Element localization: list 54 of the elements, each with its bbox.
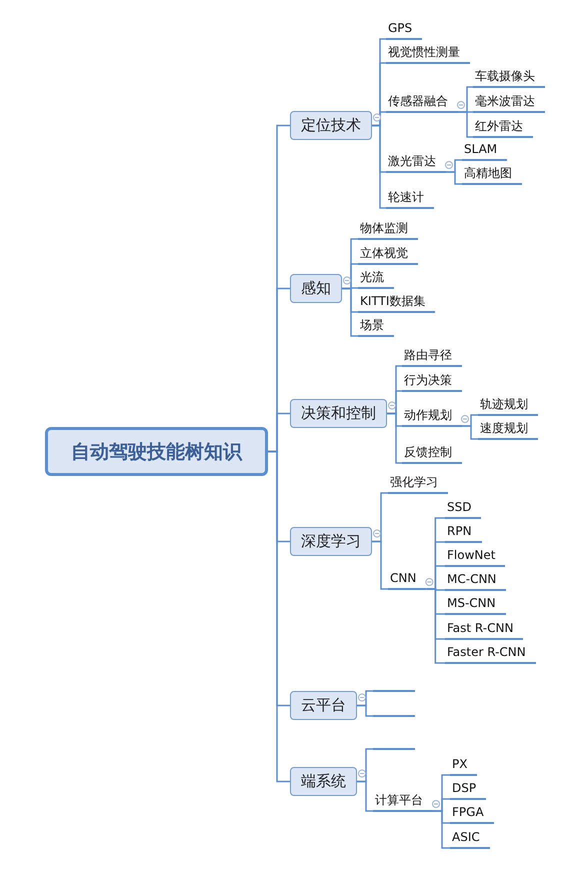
subtopic-label: 激光雷达 xyxy=(386,153,446,173)
subtopic-label: 轮速计 xyxy=(386,189,434,209)
subtopic-label: PX xyxy=(450,756,478,776)
branch-connector xyxy=(433,810,450,849)
subtopic-label: SLAM xyxy=(462,141,508,161)
branch-connector xyxy=(372,540,388,590)
root-topic-box: 自动驾驶技能树知识 xyxy=(45,427,268,476)
subtopic-label: MC-CNN xyxy=(445,571,506,591)
subtopic-label: 高精地图 xyxy=(462,165,522,185)
branch-connector xyxy=(426,588,445,664)
subtopic-label: MS-CNN xyxy=(445,595,506,615)
subtopic-label: 轨迹规划 xyxy=(478,396,538,416)
topic-box: 端系统 xyxy=(290,767,357,796)
subtopic-label: KITTI数据集 xyxy=(358,293,436,313)
subtopic-label: 物体监测 xyxy=(358,220,418,240)
topic-box: 云平台 xyxy=(290,691,357,720)
subtopic-label: 视觉惯性测量 xyxy=(386,44,470,64)
subtopic-label: 传感器融合 xyxy=(386,93,458,113)
subtopic-label: 计算平台 xyxy=(373,792,433,812)
subtopic-label: FlowNet xyxy=(445,547,506,567)
subtopic-label: Fast R-CNN xyxy=(445,620,524,640)
subtopic-label: 红外雷达 xyxy=(473,118,533,138)
branch-connector xyxy=(357,704,373,717)
branch-connector xyxy=(387,412,402,464)
subtopic-label: CNN xyxy=(388,570,426,590)
branch-connector xyxy=(462,425,478,440)
subtopic-label: 反馈控制 xyxy=(402,444,462,464)
subtopic-label: 速度规划 xyxy=(478,420,538,440)
subtopic-label: FPGA xyxy=(450,804,494,824)
subtopic-label: ASIC xyxy=(450,829,490,849)
topic-box: 深度学习 xyxy=(290,527,372,556)
subtopic-label: 行为决策 xyxy=(402,372,462,392)
branch-connector xyxy=(357,780,373,812)
subtopic-label: 动作规划 xyxy=(402,407,462,427)
branch-connector xyxy=(446,171,462,185)
subtopic-label: 光流 xyxy=(358,269,394,289)
branch-connector xyxy=(458,111,473,138)
subtopic-label: 立体视觉 xyxy=(358,245,418,265)
subtopic-label: 路由寻径 xyxy=(402,347,462,367)
subtopic-label: 毫米波雷达 xyxy=(473,93,545,113)
branch-connector xyxy=(372,124,386,209)
subtopic-label: 场景 xyxy=(358,317,394,337)
branch-connector xyxy=(342,288,358,337)
topic-box: 感知 xyxy=(290,274,342,303)
subtopic-label: Faster R-CNN xyxy=(445,644,536,664)
subtopic-label: SSD xyxy=(445,499,482,519)
topic-box: 决策和控制 xyxy=(290,399,387,428)
topic-box: 定位技术 xyxy=(290,111,372,140)
subtopic-label: RPN xyxy=(445,523,482,543)
subtopic-label: 车载摄像头 xyxy=(473,68,545,88)
branch-connector xyxy=(268,450,290,782)
subtopic-label: DSP xyxy=(450,780,486,800)
subtopic-label: GPS xyxy=(386,20,422,40)
subtopic-label: 强化学习 xyxy=(388,474,448,494)
